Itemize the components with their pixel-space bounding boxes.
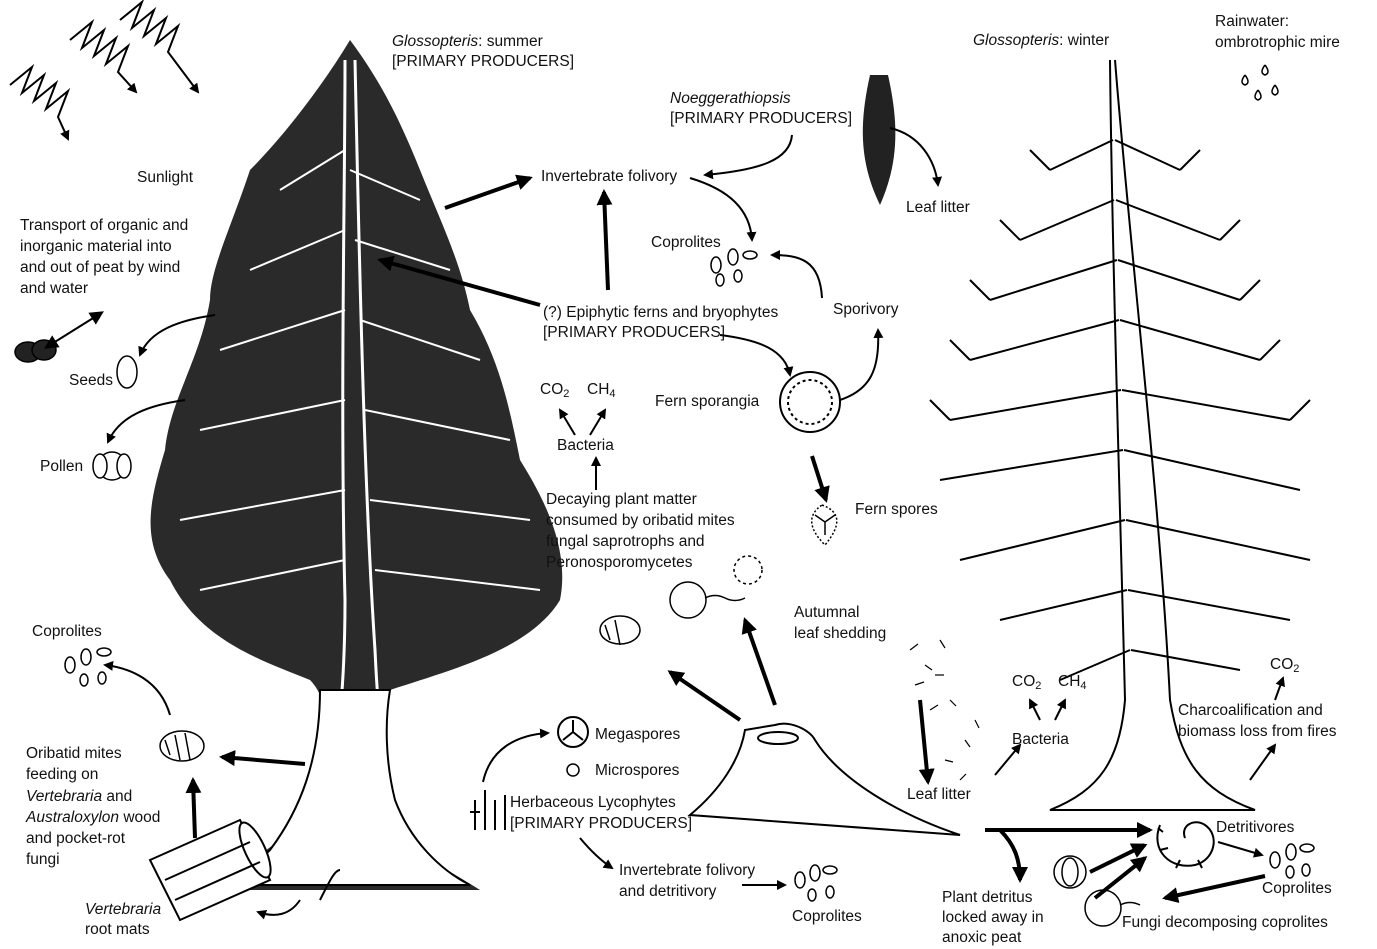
coprolites-right bbox=[1270, 844, 1314, 878]
primary-producers-label: [PRIMARY PRODUCERS] bbox=[543, 323, 725, 344]
leaf-litter-label-right: Leaf litter bbox=[907, 785, 971, 806]
detritivore-millipede-icon bbox=[1157, 822, 1213, 868]
plant-detritus-line3: anoxic peat bbox=[942, 928, 1021, 949]
epiphytic-label: (?) Epiphytic ferns and bryophytes bbox=[543, 303, 778, 324]
primary-producers-label: [PRIMARY PRODUCERS] bbox=[670, 109, 852, 130]
coprolites-top bbox=[711, 249, 757, 286]
transport-label-line1: Transport of organic and bbox=[20, 216, 188, 237]
transport-label-line4: and water bbox=[20, 279, 88, 300]
coprolites-label: Coprolites bbox=[651, 233, 721, 254]
glossopteris-summer-tree bbox=[151, 40, 563, 890]
megaspores-label: Megaspores bbox=[595, 725, 680, 746]
invertebrate-folivory-label: Invertebrate folivory bbox=[541, 167, 677, 188]
decaying-label-line2: consumed by oribatid mites bbox=[546, 511, 735, 532]
noeggerathiopsis-label: Noeggerathiopsis bbox=[670, 89, 791, 110]
herbaceous-lycophytes-label: Herbaceous Lycophytes bbox=[510, 793, 676, 814]
pollen-icon bbox=[93, 452, 131, 480]
decaying-label-line1: Decaying plant matter bbox=[546, 490, 697, 511]
ch4-label-right: CH4 bbox=[1058, 672, 1087, 697]
herbaceous-lycophyte-icon bbox=[470, 790, 505, 830]
fern-spores-icon bbox=[812, 505, 837, 545]
pollen-label: Pollen bbox=[40, 457, 83, 478]
tree-stump-icon bbox=[690, 724, 960, 835]
glossopteris-winter-tree bbox=[930, 60, 1310, 810]
inv-folivory-detritivory-line1: Invertebrate folivory bbox=[619, 861, 755, 882]
coprolites-left bbox=[65, 648, 111, 686]
microspores-label: Microspores bbox=[595, 761, 679, 782]
glossopteris-winter-label: Glossopteris: winter bbox=[973, 31, 1109, 52]
plant-detritus-line1: Plant detritus bbox=[942, 888, 1032, 909]
plant-detritus-line2: locked away in bbox=[942, 908, 1044, 929]
sporivory-label: Sporivory bbox=[833, 300, 898, 321]
primary-producers-label: [PRIMARY PRODUCERS] bbox=[510, 814, 692, 835]
seeds-label: Seeds bbox=[69, 371, 113, 392]
root-mats-label: root mats bbox=[85, 920, 150, 941]
coprolites-label-right: Coprolites bbox=[1262, 879, 1332, 900]
leaf-litter-label: Leaf litter bbox=[906, 198, 970, 219]
co2-label-right: CO2 bbox=[1012, 672, 1041, 697]
fern-sporangia-icon bbox=[780, 372, 840, 432]
oribatid-label-line2: feeding on bbox=[26, 765, 98, 786]
ombrotrophic-mire-label: ombrotrophic mire bbox=[1215, 33, 1340, 54]
noeggerathiopsis-leaf bbox=[863, 75, 896, 205]
microspore-icon bbox=[567, 764, 579, 776]
oribatid-label-line3: Vertebraria and bbox=[26, 787, 132, 808]
autumnal-label-line2: leaf shedding bbox=[794, 624, 886, 645]
decaying-label-line3: fungal saprotrophs and bbox=[546, 532, 705, 553]
rainwater-label: Rainwater: bbox=[1215, 12, 1289, 33]
coprolites-label-left: Coprolites bbox=[32, 622, 102, 643]
transport-label-line3: and out of peat by wind bbox=[20, 258, 180, 279]
oribatid-label-line4: Australoxylon wood bbox=[26, 808, 160, 829]
megaspore-icon bbox=[558, 717, 588, 747]
charcoal-label-line2: biomass loss from fires bbox=[1178, 722, 1336, 743]
oribatid-label-line1: Oribatid mites bbox=[26, 744, 122, 765]
decaying-label-line4: Peronosporomycetes bbox=[546, 553, 692, 574]
charcoal-label-line1: Charcoalification and bbox=[1178, 701, 1323, 722]
coprolites-label-bottom: Coprolites bbox=[792, 907, 862, 928]
rain-drops bbox=[1242, 65, 1278, 100]
autumnal-label-line1: Autumnal bbox=[794, 603, 859, 624]
fern-spores-label: Fern spores bbox=[855, 500, 938, 521]
vertebraria-label: Vertebraria bbox=[85, 900, 161, 921]
coprolites-bottom-center bbox=[795, 865, 837, 901]
bacteria-label: Bacteria bbox=[557, 436, 614, 457]
fern-sporangia-label: Fern sporangia bbox=[655, 392, 759, 413]
bacteria-label-right: Bacteria bbox=[1012, 730, 1069, 751]
vertebraria-root-mat-icon bbox=[150, 819, 277, 920]
inv-folivory-detritivory-line2: and detritivory bbox=[619, 882, 716, 903]
oribatid-label-line6: fungi bbox=[26, 850, 60, 871]
fungi-decomposing-label: Fungi decomposing coprolites bbox=[1122, 913, 1328, 934]
transport-label-line2: inorganic material into bbox=[20, 237, 172, 258]
oribatid-label-line5: and pocket-rot bbox=[26, 829, 125, 850]
sunlight-label: Sunlight bbox=[137, 168, 193, 189]
detritivores-label: Detritivores bbox=[1216, 818, 1294, 839]
primary-producers-label: [PRIMARY PRODUCERS] bbox=[392, 52, 574, 73]
glossopteris-summer-label: Glossopteris: summer bbox=[392, 32, 543, 53]
co2-label-right-tree: CO2 bbox=[1270, 655, 1299, 680]
ch4-label: CH4 bbox=[587, 380, 616, 405]
sunlight-rays bbox=[10, 2, 198, 139]
co2-label: CO2 bbox=[540, 380, 569, 405]
